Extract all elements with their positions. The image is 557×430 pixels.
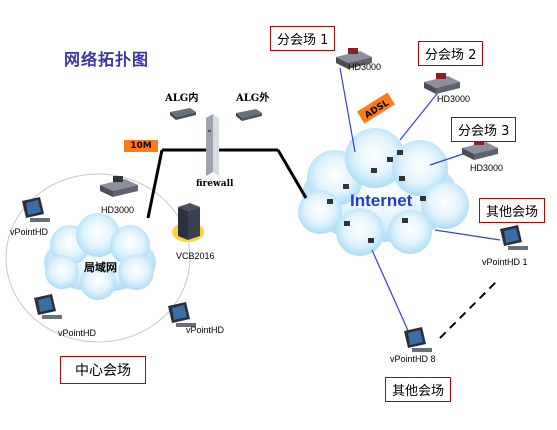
- hd3000-center: [100, 176, 138, 197]
- firewall-label: firewall: [196, 179, 234, 189]
- vpoint-hd8-label: vPointHD 8: [390, 354, 436, 364]
- hd3000-center-label: HD3000: [101, 205, 135, 215]
- branch-1-device: HD3000: [348, 62, 382, 72]
- internet-label: Internet: [350, 191, 413, 210]
- hd3000-branch-1: [336, 48, 372, 69]
- dashed-link-others: [439, 281, 497, 339]
- internet-host-icons: [327, 150, 426, 243]
- lan-label: 局域网: [84, 261, 117, 274]
- link-speed-tag: 10M: [124, 140, 158, 152]
- vcb2016-server: [172, 203, 204, 242]
- internet-cloud: [298, 128, 469, 256]
- branch-1-label: 分会场 1: [270, 26, 336, 51]
- branch-3-label: 分会场 3: [451, 117, 517, 142]
- center-site-ring: [5, 173, 191, 343]
- branch-2-label: 分会场 2: [418, 41, 484, 66]
- alg-in-device: [170, 108, 196, 120]
- vpoint-label-2: vPointHD: [58, 328, 97, 338]
- alg-in-label: ALG内: [165, 93, 199, 104]
- lan-cloud: [44, 213, 156, 300]
- vpoint-workstation-3: [168, 302, 196, 327]
- branch-2-device: HD3000: [437, 94, 471, 104]
- other-sites-label-bottom: 其他会场: [385, 377, 452, 402]
- other-sites-label-top: 其他会场: [479, 198, 546, 223]
- vpoint-workstation-hd1: [500, 225, 528, 250]
- vcb2016-label: VCB2016: [176, 251, 215, 261]
- link-to-internet: [276, 149, 308, 199]
- vpoint-label-1: vPointHD: [10, 227, 49, 237]
- vpoint-workstation-hd8: [404, 327, 432, 352]
- vpoint-label-3: vPointHD: [186, 325, 225, 335]
- hd3000-branch-2: [424, 73, 460, 94]
- vpoint-workstation-2: [34, 294, 62, 319]
- firewall-device: [206, 114, 219, 176]
- branch-3-device: HD3000: [470, 163, 504, 173]
- link-lan-to-gw: [146, 149, 164, 219]
- alg-out-label: ALG外: [236, 93, 270, 104]
- alg-out-device: [236, 109, 262, 121]
- vpoint-hd1-label: vPointHD 1: [482, 257, 528, 267]
- wan-links: [339, 67, 501, 336]
- vpoint-workstation-1: [22, 197, 50, 222]
- hd3000-branch-3: [462, 139, 498, 160]
- center-site-label: 中心会场: [60, 356, 146, 384]
- adsl-tag: ADSL: [357, 92, 395, 124]
- page-title: 网络拓扑图: [64, 50, 150, 69]
